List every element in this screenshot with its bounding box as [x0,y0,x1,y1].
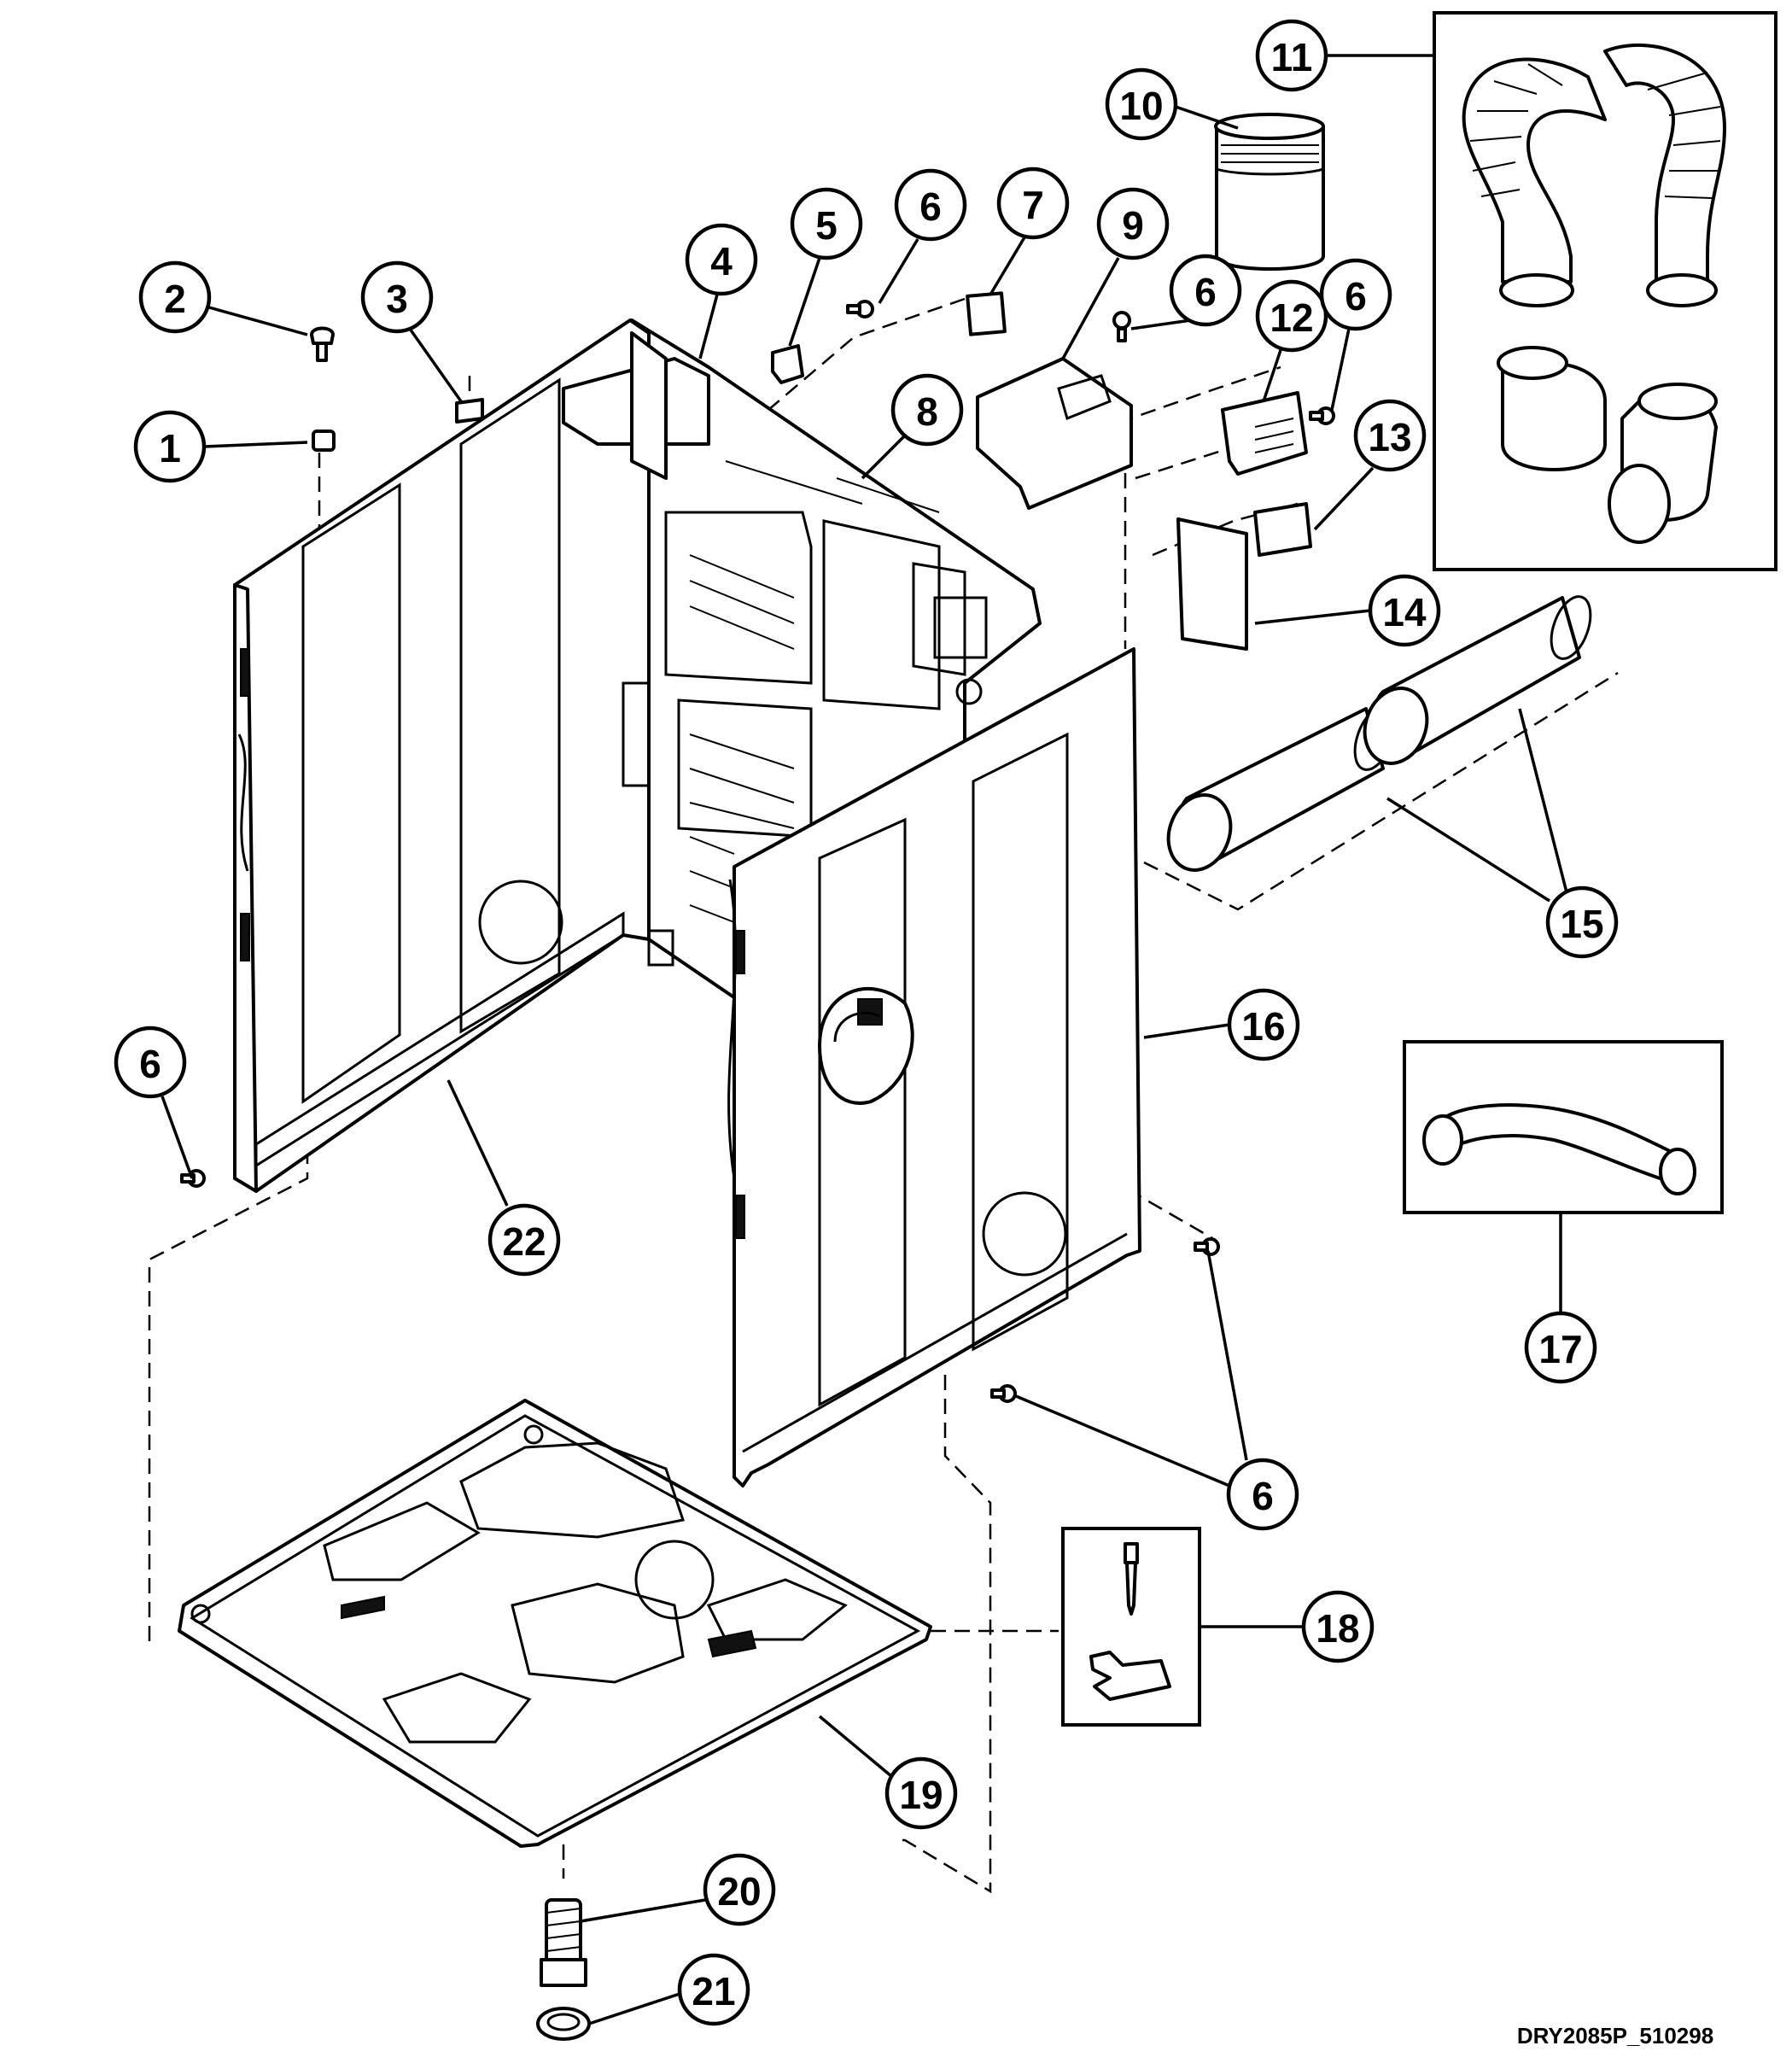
callout-9: 9 [1096,187,1170,260]
callout-number: 6 [919,184,942,229]
callout-number: 6 [1345,274,1367,319]
callout-6: 6 [1169,254,1242,327]
callout-number: 13 [1368,415,1411,459]
callout-number: 14 [1382,590,1427,634]
callout-5: 5 [790,187,863,260]
callout-7: 7 [996,167,1070,240]
callout-circle [1319,258,1392,331]
callout-circle [996,167,1070,240]
callout-6: 6 [114,1026,187,1099]
callout-circle [360,260,434,334]
callout-circle [1255,19,1328,92]
cabinet-left-side-panel [233,319,651,1193]
callout-6: 6 [1226,1458,1299,1531]
callout-number: 18 [1316,1606,1359,1651]
callout-20: 20 [703,1853,776,1926]
callout-17: 17 [1524,1311,1597,1384]
callout-circle [894,168,967,242]
callout-number: 17 [1538,1327,1582,1371]
flex-duct-kit-box [1433,11,1777,571]
drawing-code: DRY2085P_510298 [1517,2023,1713,2049]
callout-circle [114,1026,187,1099]
callout-circle [1368,574,1441,647]
exhaust-duct-pipes [1166,595,1592,872]
callout-circle [1227,988,1300,1061]
callout-circle [1545,885,1619,959]
exhaust-duct-extension [1214,113,1325,271]
callout-number: 15 [1560,902,1603,946]
callout-number: 5 [815,203,838,248]
callout-number: 6 [1252,1474,1274,1518]
callout-circle [138,260,212,334]
callout-circle [1524,1311,1597,1384]
callout-15: 15 [1545,885,1619,959]
callout-number: 12 [1270,295,1313,340]
callout-number: 21 [692,1969,735,2013]
hardware-screws [180,291,1335,2041]
callout-number: 3 [386,277,408,321]
callout-6: 6 [894,168,967,242]
callout-circle [890,373,964,447]
callout-number: 4 [710,239,733,283]
callout-number: 19 [899,1773,943,1817]
callout-12: 12 [1255,279,1328,353]
callout-number: 10 [1119,84,1163,128]
callout-circle [1301,1590,1375,1663]
callout-8: 8 [890,373,964,447]
callout-number: 20 [717,1869,761,1914]
callout-circle [1105,67,1178,141]
callout-number: 9 [1122,203,1144,248]
callout-22: 22 [487,1203,561,1277]
callout-number: 2 [164,277,186,321]
callout-number: 11 [1271,35,1313,79]
callout-number: 6 [1194,270,1217,314]
callout-circle [1353,399,1427,472]
callout-circle [790,187,863,260]
callout-circle [487,1203,561,1277]
callout-19: 19 [884,1756,958,1830]
callout-10: 10 [1105,67,1178,141]
flex-duct-box [1403,1040,1724,1214]
callout-21: 21 [677,1953,750,2026]
callout-14: 14 [1368,574,1441,647]
callout-2: 2 [138,260,212,334]
callout-1: 1 [133,410,207,483]
callout-circle [1096,187,1170,260]
callout-18: 18 [1301,1590,1375,1663]
callout-circle [703,1853,776,1926]
callout-13: 13 [1353,399,1427,472]
callout-circle [1169,254,1242,327]
callout-6: 6 [1319,258,1392,331]
callout-number: 7 [1022,183,1044,227]
callout-4: 4 [685,223,758,296]
callout-16: 16 [1227,988,1300,1061]
callout-number: 1 [159,426,181,470]
callout-3: 3 [360,260,434,334]
callout-circle [884,1756,958,1830]
hardware-kit-box [1061,1527,1201,1727]
callout-circle [1255,279,1328,353]
callout-11: 11 [1255,19,1328,92]
cabinet-front-panel [727,647,1141,1487]
callout-number: 16 [1241,1004,1285,1049]
callout-number: 22 [502,1219,546,1264]
cabinet-base [178,1399,932,1848]
leader-lines [161,54,1568,2025]
callout-number: 6 [139,1042,161,1086]
callout-circle [677,1953,750,2026]
callout-circle [685,223,758,296]
callout-circle [1226,1458,1299,1531]
callout-circle [133,410,207,483]
callout-number: 8 [916,389,938,434]
